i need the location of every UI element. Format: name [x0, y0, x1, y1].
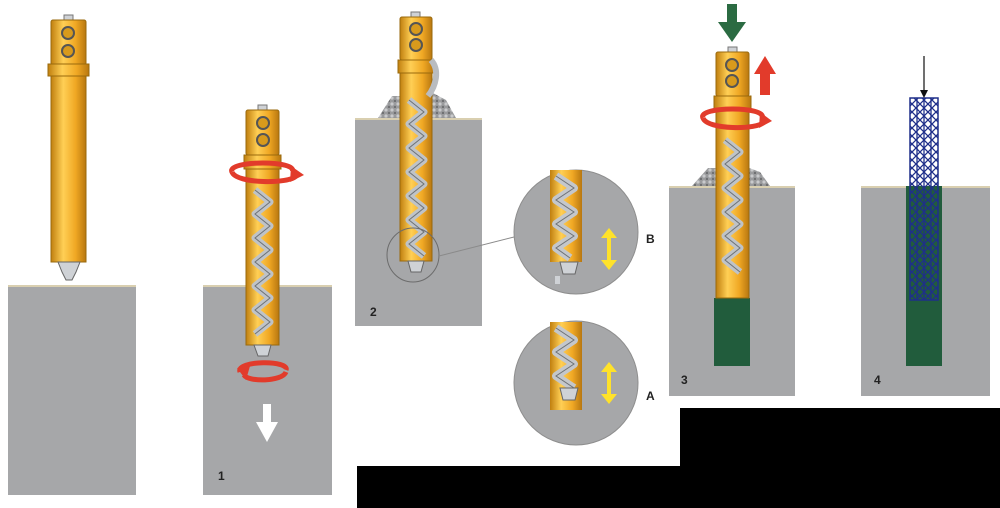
auger-casing — [713, 46, 752, 299]
step-2-panel: 2 — [355, 11, 519, 326]
auger-casing — [397, 11, 440, 273]
detail-callout-circle — [386, 227, 440, 283]
drill-down-arrow — [256, 404, 278, 442]
step-label: 2 — [370, 305, 377, 319]
insert-arrow — [920, 56, 928, 98]
rotation-arrow-top — [229, 160, 304, 185]
vertical-double-arrow — [601, 362, 617, 404]
detail-a: A — [513, 320, 655, 446]
rotation-arrow-bottom — [237, 360, 289, 383]
concrete-pile — [714, 298, 750, 366]
rotation-arrow — [700, 106, 772, 131]
step-3-panel: 3 — [669, 4, 795, 396]
spoil-heap — [378, 92, 456, 118]
step-initial-panel — [8, 14, 136, 495]
auger-casing — [47, 14, 90, 281]
vertical-double-arrow — [601, 228, 617, 270]
detail-label: A — [646, 389, 655, 403]
step-label: 1 — [218, 469, 225, 483]
detail-b: B — [513, 169, 655, 295]
step-4-panel: 4 — [861, 56, 990, 396]
step-1-panel: 1 — [203, 104, 332, 495]
soil-block — [8, 285, 136, 495]
push-down-arrow — [718, 4, 746, 42]
spoil-heap — [692, 166, 770, 186]
step-label: 4 — [874, 373, 881, 387]
detail-label: B — [646, 232, 655, 246]
auger-casing — [243, 104, 282, 357]
step-label: 3 — [681, 373, 688, 387]
reinforcement-cage — [909, 97, 939, 301]
lift-up-arrow — [754, 56, 776, 95]
